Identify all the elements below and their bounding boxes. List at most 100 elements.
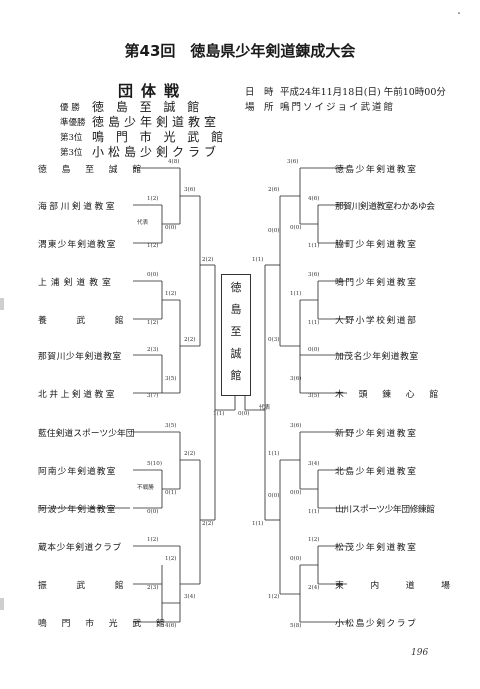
fusen-note: 不戦勝 [137, 485, 154, 491]
team-name: 上浦剣道教室 [38, 278, 115, 288]
daihyo-final-note: 代表 [259, 405, 271, 411]
corner-mark: ・ [455, 9, 463, 18]
team-name: 東 内 道 場 [335, 581, 453, 591]
score: 2(2) [184, 337, 196, 343]
scan-edge-mark [0, 598, 4, 610]
team-name: 山川スポーツ少年団修錬館 [335, 505, 435, 515]
score: 0(0) [290, 225, 302, 231]
team-name: 振 武 館 [38, 581, 128, 591]
team-name: 鳴 門 市 光 武 館 [38, 619, 168, 629]
team-name: 藍住剣道スポーツ少年団 [38, 429, 135, 439]
score: 2(6) [268, 187, 280, 193]
champion-char: 徳 [230, 281, 242, 294]
team-name: 海部川剣道教室 [38, 202, 118, 212]
final-score-right: 0(0) [238, 411, 250, 417]
result-name: 小松島少剣クラブ [92, 145, 221, 159]
score: 3(6) [290, 423, 302, 429]
score: 0(3) [268, 337, 280, 343]
score: 1(2) [165, 291, 177, 297]
score: 1(1) [308, 509, 320, 515]
final-score-left: 1(1) [213, 411, 225, 417]
result-name: 徳 島 至 誠 館 [92, 100, 204, 114]
score: 0(0) [308, 347, 320, 353]
score: 3(6) [184, 187, 196, 193]
score: 0(0) [290, 556, 302, 562]
place-value: 鳴門ソイジョイ武道館 [280, 102, 396, 113]
score: 2(2) [202, 521, 214, 527]
score: 3(5) [165, 376, 177, 382]
champion-char: 誠 [230, 347, 242, 360]
team-name: 蔵本少年剣道クラブ [38, 543, 122, 553]
score: 4(6) [165, 623, 177, 629]
scan-edge-mark [0, 298, 4, 310]
score: 2(4) [308, 585, 320, 591]
score: 1(2) [268, 594, 280, 600]
date-label: 日 時 [245, 87, 274, 98]
score: 0(1) [165, 490, 177, 496]
score: 4(8) [168, 159, 180, 165]
champion-char: 島 [230, 303, 242, 316]
result-name: 鳴 門 市 光 武 館 [92, 130, 228, 144]
team-name: 木 頭 錬 心 館 [335, 390, 442, 400]
score: 1(1) [290, 291, 302, 297]
champion-char: 至 [230, 325, 242, 338]
score: 0(0) [290, 490, 302, 496]
score: 3(6) [308, 272, 320, 278]
score: 3(4) [184, 594, 196, 600]
team-name: 徳島少年剣道教室 [335, 165, 418, 175]
score: 0(0) [147, 272, 159, 278]
team-name: 加茂名少年剣道教室 [335, 352, 419, 362]
place-label: 場 所 [245, 102, 274, 113]
score: 1(2) [147, 537, 159, 543]
score: 4(6) [308, 196, 320, 202]
result-label: 準優勝 [60, 118, 86, 128]
score: 3(4) [308, 461, 320, 467]
team-name: 渭東少年剣道教室 [38, 240, 117, 250]
score: 1(2) [147, 320, 159, 326]
team-name: 脇町少年剣道教室 [335, 240, 418, 250]
score: 3(6) [287, 159, 299, 165]
team-name: 徳 島 至 誠 館 [38, 165, 145, 175]
score: 1(1) [252, 257, 264, 263]
score: 1(1) [308, 320, 320, 326]
team-name: 鳴門少年剣道教室 [335, 278, 418, 288]
score: 0(0) [268, 228, 280, 234]
team-name: 松茂少年剣道教室 [335, 543, 418, 553]
score: 0(0) [147, 509, 159, 515]
champion-char: 館 [230, 369, 242, 382]
team-name: 阿南少年剣道教室 [38, 467, 117, 477]
score: 2(3) [147, 585, 159, 591]
division-heading: 団体戦 [118, 82, 188, 100]
team-name: 新野少年剣道教室 [335, 429, 418, 439]
score: 3(6) [290, 376, 302, 382]
score: 0(0) [165, 225, 177, 231]
daihyo-note: 代表 [137, 220, 149, 226]
score: 2(2) [202, 257, 214, 263]
team-name: 北井上剣道教室 [38, 390, 118, 400]
score: 1(2) [147, 196, 159, 202]
score: 5(8) [290, 623, 302, 629]
score: 1(1) [252, 521, 264, 527]
page-title: 第43回 徳島県少年剣道錬成大会 [124, 42, 356, 60]
result-label: 第3位 [60, 133, 83, 143]
score: 1(2) [308, 537, 320, 543]
team-name: 那賀川剣道教室わかあゆ会 [335, 202, 435, 212]
team-name: 大野小学校剣道部 [335, 316, 418, 326]
score: 0(0) [268, 493, 280, 499]
score: 2(3) [147, 347, 159, 353]
score: 1(2) [165, 556, 177, 562]
score: 3(7) [147, 393, 159, 399]
team-name: 阿波少年剣道教室 [38, 505, 117, 515]
score: 1(1) [308, 243, 320, 249]
page-number: 196 [411, 648, 429, 658]
champion-box: 徳 島 至 誠 館 [221, 274, 251, 396]
score: 5(10) [147, 461, 163, 467]
score: 3(5) [308, 393, 320, 399]
team-name: 小松島少剣クラブ [335, 619, 418, 629]
team-name: 那賀川少年剣道教室 [38, 352, 122, 362]
score: 1(2) [147, 243, 159, 249]
result-name: 徳島少年剣道教室 [92, 115, 221, 129]
result-label: 第3位 [60, 148, 83, 158]
score: 1(1) [268, 451, 280, 457]
